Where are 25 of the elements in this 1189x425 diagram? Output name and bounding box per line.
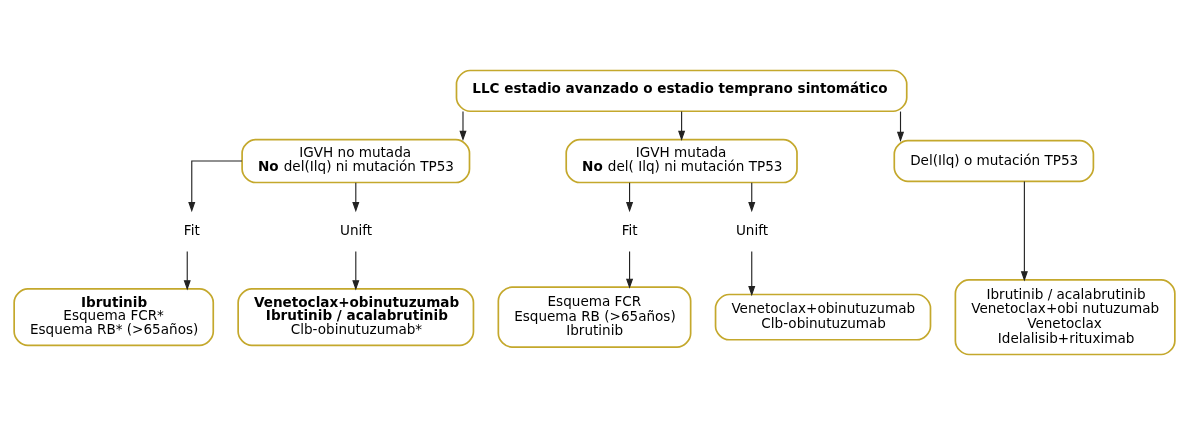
node-text: Unift [735, 221, 769, 238]
node-text: Fit [621, 221, 638, 238]
node-box: Venetoclax+obinutuzumab Clb-obinutuzumab [714, 293, 932, 341]
arrow [626, 182, 634, 213]
arrow [1020, 180, 1028, 282]
node-text: Unift [339, 221, 373, 238]
arrow [183, 250, 191, 291]
node-box: Ibrutinib / acalabrutinib Venetoclax+obi nutuzumab Venetoclax Idelalisib+rituximab [954, 278, 1176, 356]
arrow [748, 250, 756, 297]
arrow [896, 111, 905, 142]
arrow [459, 111, 467, 141]
node-box: Esquema FCR Esquema RB (>65años) Ibrutinib [497, 286, 692, 348]
node-box: Venetoclax+obinutuzumab Ibrutinib / acalabrutinib Clb-obinutuzumab* [237, 288, 475, 347]
arrow [188, 160, 243, 213]
node-box: Del(Ilq) o mutación TP53 [893, 139, 1095, 183]
node-box: LLC estadio avanzado o estadio temprano sintomático [455, 69, 908, 113]
arrow [352, 250, 360, 291]
arrow [678, 111, 686, 141]
arrow [352, 182, 360, 213]
node-box: IGVH no mutada No del(Ilq) ni mutación TP53 [241, 138, 471, 184]
node-box: IGVH mutada No del( Ilq) ni mutación TP53 [565, 138, 798, 184]
arrow [748, 182, 756, 213]
node-box: Ibrutinib Esquema FCR* Esquema RB* (>65años) [13, 288, 215, 347]
arrow [626, 250, 634, 289]
node-text: Fit [183, 221, 200, 238]
